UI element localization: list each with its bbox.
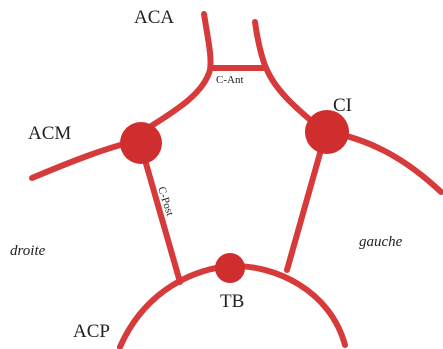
- ci-node: [305, 110, 349, 154]
- droite-label: droite: [10, 243, 46, 259]
- gauche-label: gauche: [359, 234, 403, 250]
- tb-node: [215, 253, 245, 283]
- tb-label: TB: [220, 291, 245, 312]
- acm-label: ACM: [28, 123, 72, 144]
- acm-node: [120, 122, 162, 164]
- c-post-vessel: [138, 143, 183, 285]
- c-ant-label: C-Ant: [216, 74, 244, 86]
- aca-left-vessel: [142, 11, 214, 133]
- ci-label: CI: [333, 95, 352, 116]
- aca-right-vessel: [252, 19, 325, 133]
- c-post-right-vessel: [284, 129, 329, 273]
- aca-label: ACA: [134, 7, 175, 28]
- acp-label: ACP: [73, 321, 110, 342]
